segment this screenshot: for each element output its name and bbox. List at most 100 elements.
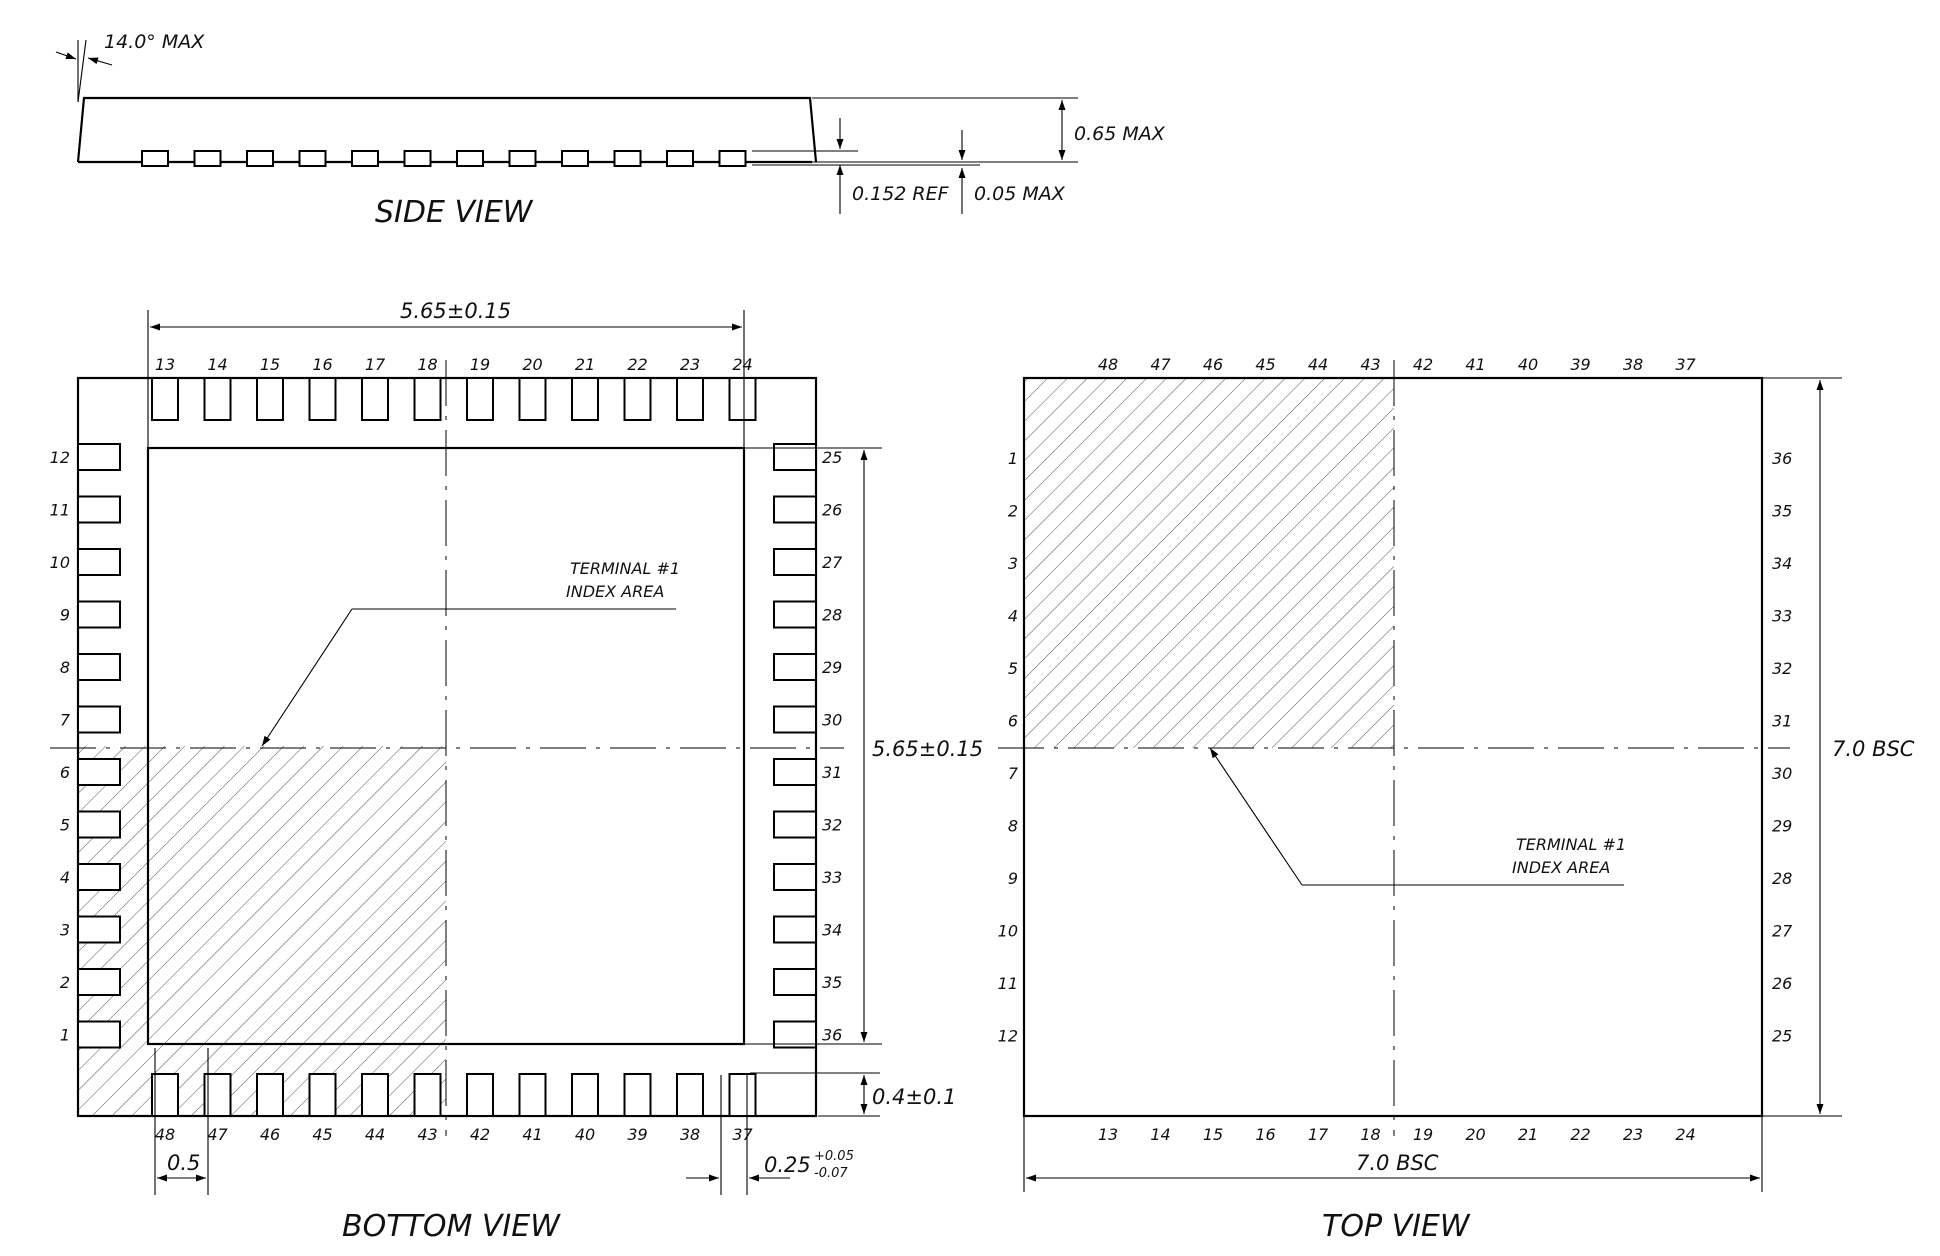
pad-right-col — [773, 600, 817, 629]
top-pin-number: 28 — [1772, 869, 1792, 888]
top-pin-number: 44 — [1308, 355, 1328, 374]
bottom-pin-number: 15 — [260, 355, 280, 374]
bottom-pin-number: 5 — [60, 816, 70, 835]
top-pin-number: 2 — [1008, 502, 1018, 521]
bottom-pin-number: 10 — [50, 553, 70, 572]
bottom-pin-number: 19 — [470, 355, 490, 374]
top-pin-number: 27 — [1772, 922, 1793, 941]
pad-width-label: 0.25 — [764, 1153, 811, 1177]
pitch-label: 0.5 — [167, 1151, 200, 1175]
side-lead — [193, 150, 222, 167]
bottom-pin-number: 2 — [60, 973, 70, 992]
bottom-pin-number: 6 — [60, 763, 70, 782]
pad-bottom-row — [676, 1073, 704, 1117]
bottom-pin-number: 7 — [60, 711, 71, 730]
bottom-pin-number: 31 — [822, 763, 842, 782]
side-lead — [141, 150, 169, 167]
pad-top-row — [308, 377, 337, 421]
pad-bottom-row — [413, 1073, 442, 1117]
bottom-pin-number: 43 — [417, 1125, 437, 1144]
pad-top-row — [728, 377, 757, 421]
top-pin-number: 10 — [998, 922, 1018, 941]
body-height-label: 7.0 BSC — [1832, 737, 1915, 761]
pad-right-col — [773, 915, 817, 944]
bottom-pin-number: 33 — [822, 868, 842, 887]
top-pin-number: 15 — [1203, 1125, 1223, 1144]
top-pin-number: 29 — [1772, 817, 1792, 836]
bottom-pin-number: 32 — [822, 816, 842, 835]
top-pin-number: 41 — [1465, 355, 1485, 374]
top-pin-number: 14 — [1150, 1125, 1170, 1144]
top-pin-number: 9 — [1008, 869, 1018, 888]
bottom-pin-number: 17 — [365, 355, 386, 374]
bottom-view-title: BOTTOM VIEW — [342, 1209, 561, 1244]
bottom-pin-number: 14 — [207, 355, 227, 374]
pad-bottom-row — [151, 1073, 179, 1117]
pad-left-col — [77, 600, 121, 629]
body-width-label: 7.0 BSC — [1356, 1151, 1439, 1175]
bottom-pin-number: 30 — [822, 711, 842, 730]
side-lead — [246, 150, 274, 167]
top-pin-number: 22 — [1570, 1125, 1590, 1144]
standoff-label: 0.05 MAX — [974, 183, 1066, 205]
pad-bottom-row — [623, 1073, 652, 1117]
side-view: 14.0° MAX 0.65 MAX 0.152 REF 0.05 MAX SI… — [55, 31, 1166, 230]
pad-bottom-row — [571, 1073, 599, 1117]
bottom-package-outline — [76, 376, 818, 1118]
top-pin-number: 42 — [1413, 355, 1433, 374]
top-pin-number: 32 — [1772, 659, 1792, 678]
bottom-pin-number: 23 — [680, 355, 700, 374]
top-pin-number: 43 — [1360, 355, 1380, 374]
top-pin-number: 33 — [1772, 607, 1792, 626]
pad-left-col — [77, 915, 121, 944]
bottom-pin-number: 26 — [822, 501, 842, 520]
bottom-pin-number: 27 — [822, 553, 843, 572]
side-lead — [613, 150, 642, 167]
bottom-pin-number: 44 — [365, 1125, 385, 1144]
pad-top-row — [413, 377, 442, 421]
pad-left-col — [77, 495, 121, 524]
pad-length-label: 0.4±0.1 — [872, 1085, 956, 1109]
pad-top-row — [151, 377, 179, 421]
pad-right-col — [773, 705, 817, 734]
pad-width-plus-tol: +0.05 — [814, 1149, 854, 1164]
bottom-pin-number: 29 — [822, 658, 842, 677]
pad-left-col — [77, 705, 121, 734]
top-pin-number: 20 — [1465, 1125, 1485, 1144]
top-pin-number: 3 — [1008, 554, 1018, 573]
top-pin-number: 25 — [1772, 1027, 1792, 1046]
bottom-pin-number: 48 — [155, 1125, 175, 1144]
bottom-pin-number: 42 — [470, 1125, 490, 1144]
top-view-title: TOP VIEW — [1322, 1209, 1471, 1244]
top-pin-number: 39 — [1570, 355, 1590, 374]
top-terminal1-index-area — [1024, 378, 1394, 748]
pad-top-row — [571, 377, 599, 421]
top-pin-number: 36 — [1772, 449, 1792, 468]
side-lead — [298, 150, 327, 167]
top-pin-number: 23 — [1623, 1125, 1643, 1144]
bottom-pads — [77, 377, 817, 1117]
top-pin-number: 18 — [1360, 1125, 1380, 1144]
side-lead — [351, 150, 379, 167]
side-lead — [508, 150, 537, 167]
top-pin-number: 6 — [1008, 712, 1018, 731]
bottom-pin-number: 25 — [822, 448, 842, 467]
pad-width-minus-tol: -0.07 — [814, 1166, 848, 1181]
bottom-pin-number: 4 — [60, 868, 70, 887]
bottom-pin-number: 41 — [522, 1125, 542, 1144]
bottom-pin-number: 36 — [822, 1026, 842, 1045]
top-pin-number: 5 — [1008, 659, 1018, 678]
bottom-pin-number: 9 — [60, 606, 70, 625]
bottom-terminal1-index-area — [78, 746, 446, 1116]
top-pin-number: 8 — [1008, 817, 1018, 836]
pad-right-col — [773, 863, 817, 891]
bottom-pin-number: 22 — [627, 355, 647, 374]
top-pin-number: 40 — [1518, 355, 1538, 374]
pad-left-col — [77, 653, 121, 681]
bottom-pin-number: 40 — [575, 1125, 595, 1144]
